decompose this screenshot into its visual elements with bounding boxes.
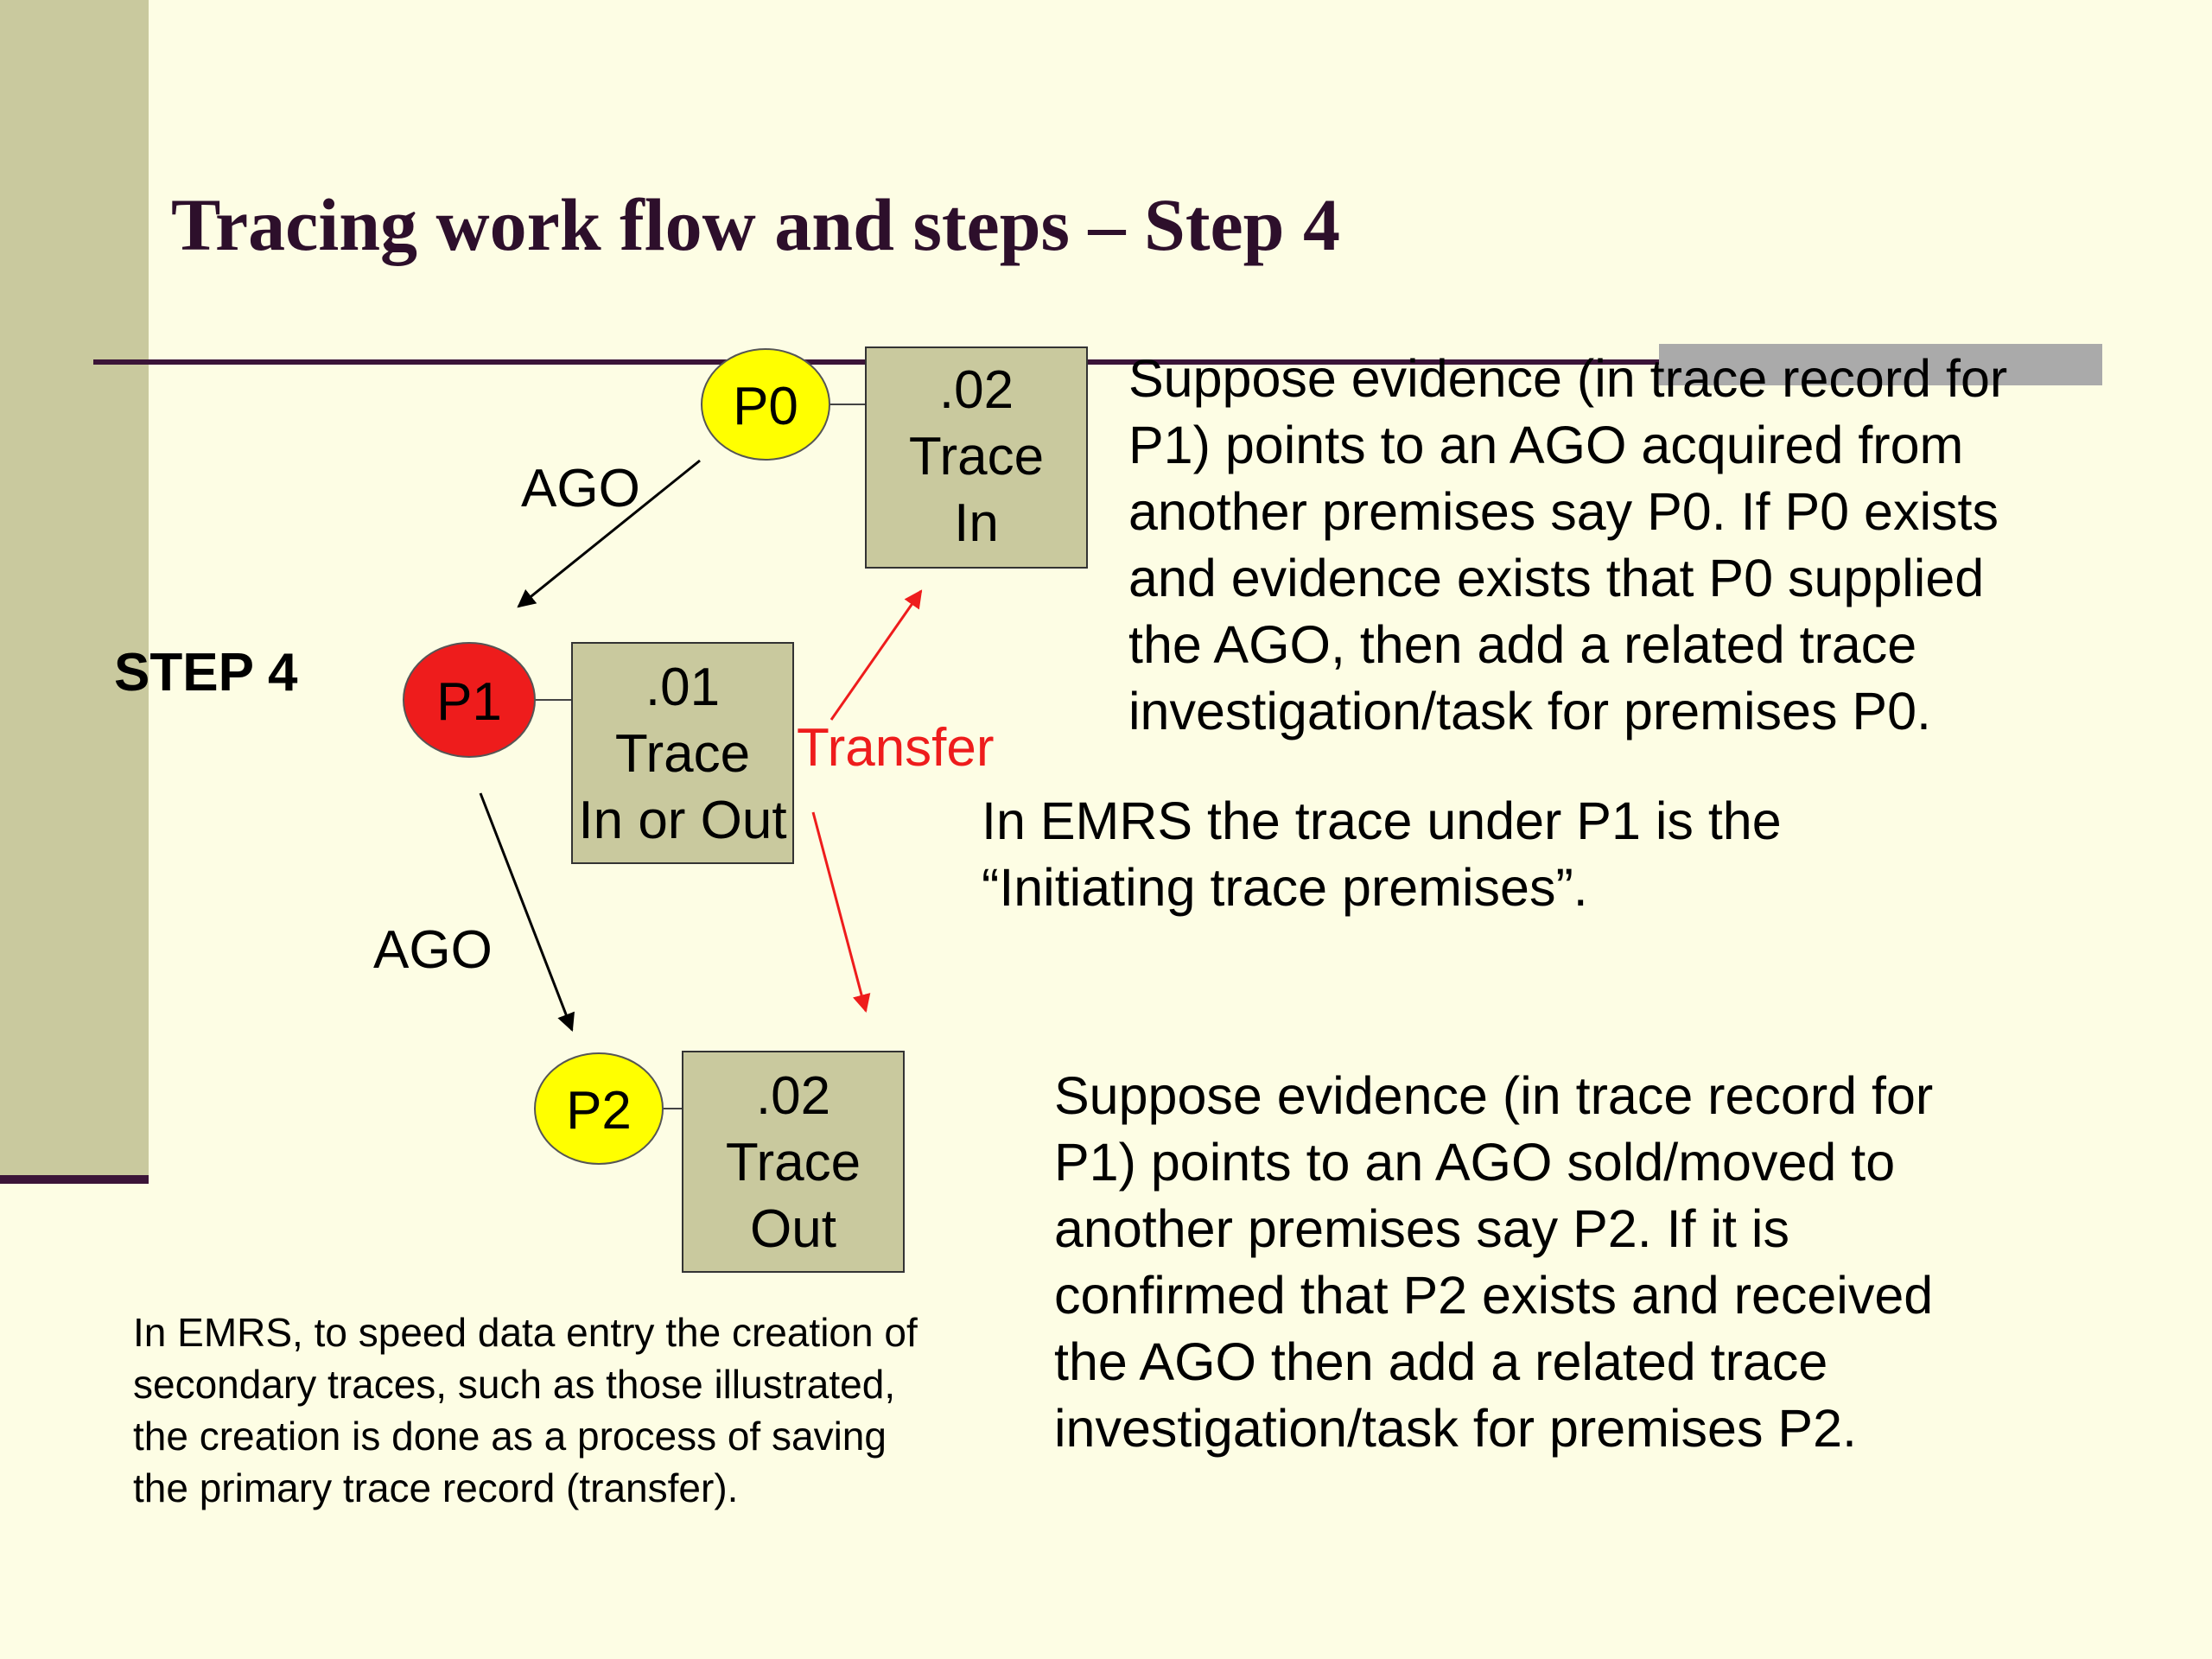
p2-explanation-line: another premises say P2. If it is <box>1054 1199 1789 1258</box>
premises-p1-label: P1 <box>436 672 502 732</box>
p2-explanation-line: Suppose evidence (in trace record for <box>1054 1066 1934 1125</box>
transfer-label: Transfer <box>797 718 995 778</box>
emrs-note-line: secondary traces, such as those illustra… <box>133 1362 896 1407</box>
premises-p0-circle <box>701 348 830 461</box>
trace-in-or-out-box: .01 Trace In or Out <box>571 642 794 864</box>
step-label: STEP 4 <box>114 643 298 702</box>
p0-explanation-paragraph: Suppose evidence (in trace record for P1… <box>1128 346 2007 745</box>
transfer-arrow-up <box>830 589 923 721</box>
emrs-initiating-line: “Initiating trace premises”. <box>982 858 1588 917</box>
premises-p1-circle <box>403 642 536 758</box>
premises-p0-label: P0 <box>733 377 798 436</box>
p2-explanation-paragraph: Suppose evidence (in trace record for P1… <box>1054 1063 1933 1462</box>
trace-in-code: .02 <box>939 360 1014 420</box>
ago-label-lower: AGO <box>373 920 493 980</box>
premises-p2-label: P2 <box>566 1081 632 1141</box>
emrs-initiating-paragraph: In EMRS the trace under P1 is the “Initi… <box>982 788 1782 921</box>
trace-in-box: .02 Trace In <box>865 346 1088 569</box>
emrs-note-line: the creation is done as a process of sav… <box>133 1414 887 1459</box>
left-decorative-band <box>0 0 149 1175</box>
p2-explanation-line: investigation/task for premises P2. <box>1054 1399 1857 1458</box>
p0-explanation-line: P1) points to an AGO acquired from <box>1128 416 1964 474</box>
trace-in-or-out-line-2: Trace <box>615 724 750 784</box>
trace-in-or-out-line-3: In or Out <box>578 791 786 850</box>
trace-in-line-3: In <box>954 493 999 553</box>
premises-p2-circle <box>534 1052 664 1165</box>
left-band-underline <box>0 1175 149 1184</box>
trace-out-code: .02 <box>756 1066 830 1126</box>
ago-arrow-p0-to-p1 <box>517 459 701 608</box>
p2-explanation-line: the AGO then add a related trace <box>1054 1332 1828 1391</box>
title-divider-line <box>93 359 2102 365</box>
trace-in-or-out-code: .01 <box>645 658 720 717</box>
slide-title: Tracing work flow and steps – Step 4 <box>171 183 1340 266</box>
trace-out-line-2: Trace <box>726 1133 861 1192</box>
premises-p2-node: P2 <box>534 1052 664 1165</box>
p0-explanation-line: and evidence exists that P0 supplied <box>1128 549 1985 607</box>
trace-in-box-rect <box>865 346 1088 569</box>
p0-explanation-line: Suppose evidence (in trace record for <box>1128 349 2008 408</box>
ago-label-upper: AGO <box>521 459 640 518</box>
trace-in-line-2: Trace <box>909 427 1044 486</box>
premises-p0-node: P0 <box>701 348 830 461</box>
p0-explanation-line: the AGO, then add a related trace <box>1128 615 1917 674</box>
transfer-arrow-down <box>811 811 871 1014</box>
p2-explanation-line: P1) points to an AGO sold/moved to <box>1054 1133 1896 1192</box>
p2-explanation-line: confirmed that P2 exists and received <box>1054 1266 1934 1325</box>
trace-out-box-rect <box>682 1051 905 1273</box>
trace-out-line-3: Out <box>750 1199 836 1259</box>
trace-out-box: .02 Trace Out <box>682 1051 905 1273</box>
decorative-gray-bar <box>1659 344 2102 385</box>
emrs-note-paragraph: In EMRS, to speed data entry the creatio… <box>133 1306 1006 1514</box>
p0-explanation-line: another premises say P0. If P0 exists <box>1128 482 1999 541</box>
p0-explanation-line: investigation/task for premises P0. <box>1128 682 1931 741</box>
emrs-note-line: the primary trace record (transfer). <box>133 1465 739 1510</box>
trace-in-or-out-box-rect <box>571 642 794 864</box>
ago-arrow-p1-to-p2 <box>479 792 575 1032</box>
emrs-note-line: In EMRS, to speed data entry the creatio… <box>133 1310 918 1355</box>
emrs-initiating-line: In EMRS the trace under P1 is the <box>982 791 1782 850</box>
premises-p1-node: P1 <box>403 642 536 758</box>
